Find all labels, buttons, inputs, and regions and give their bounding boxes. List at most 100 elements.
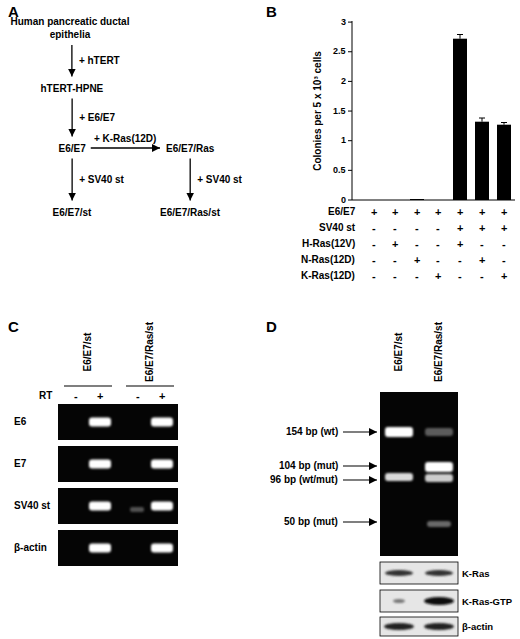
blot-band — [424, 597, 454, 605]
bar — [475, 122, 489, 200]
blot-band — [385, 570, 413, 576]
arrow-connector — [71, 159, 72, 201]
blot-label: K-Ras-GTP — [462, 596, 512, 607]
error-bar — [501, 123, 507, 125]
column-header: E6/E7/st — [393, 333, 405, 372]
sign-label: - — [136, 390, 140, 403]
tick-mark — [348, 51, 352, 52]
node-text: E6/E7 — [59, 142, 86, 155]
tick-label: 0.5 — [333, 165, 346, 176]
column-header: E6/E7/Ras/st — [144, 322, 156, 382]
blot-label: β-actin — [462, 621, 493, 632]
gel-strip — [58, 404, 178, 440]
cell-line-node: E6/E7/Ras/st — [157, 204, 223, 221]
gel-band — [151, 418, 173, 427]
error-bar — [479, 118, 485, 122]
gel-strip — [58, 446, 178, 482]
sign-label: + — [414, 254, 420, 267]
sign-label: - — [436, 238, 440, 251]
cell-line-node: E6/E7 — [56, 140, 89, 157]
blot-strip — [380, 590, 458, 612]
sign-label: + — [371, 206, 377, 219]
row-label: N-Ras(12D) — [301, 254, 355, 266]
tick-mark — [348, 140, 352, 141]
sign-label: + — [457, 222, 463, 235]
sign-label: - — [372, 222, 376, 235]
tick-label: 2 — [341, 76, 346, 87]
cell-line-node: E6/E7/st — [50, 204, 95, 221]
sign-label: + — [414, 206, 420, 219]
sign-label: + — [435, 270, 441, 283]
step-label: + hTERT — [79, 55, 120, 67]
tick-label: 1.5 — [333, 106, 346, 117]
sign-label: - — [74, 390, 78, 403]
row-label: E7 — [14, 458, 26, 470]
tick-mark — [348, 200, 352, 201]
step-label: + SV40 st — [79, 174, 124, 186]
tick-mark — [348, 170, 352, 171]
rt-pcr-gel — [58, 386, 178, 566]
bar — [453, 39, 467, 200]
blot-strip — [380, 562, 458, 584]
error-bar — [457, 35, 463, 39]
panel-label: C — [8, 318, 19, 336]
sign-label: - — [415, 222, 419, 235]
sign-label: + — [97, 390, 103, 403]
step-label: + K-Ras(12D) — [94, 133, 157, 145]
gel-band — [151, 502, 173, 511]
cell-line-node: hTERT-HPNE — [38, 80, 107, 97]
size-label: 154 bp (wt) — [286, 426, 338, 438]
row-label: RT — [39, 390, 52, 402]
gel-band — [130, 507, 144, 512]
column-header: E6/E7/Ras/st — [433, 322, 445, 382]
size-label: 50 bp (mut) — [284, 516, 338, 528]
sign-label: - — [480, 270, 484, 283]
node-text: E6/E7/Ras — [166, 142, 214, 155]
panel-label: B — [266, 3, 277, 21]
row-label: E6/E7 — [328, 206, 355, 218]
axis-title: Colonies per 5 x 10³ cells — [312, 51, 324, 171]
bar-chart — [348, 21, 515, 200]
sign-label: + — [159, 390, 165, 403]
sign-label: - — [415, 270, 419, 283]
sign-label: - — [436, 254, 440, 267]
sign-label: + — [392, 206, 398, 219]
blot-band — [424, 623, 454, 630]
node-text: E6/E7/Ras/st — [160, 206, 220, 219]
node-text: Human pancreatic ductal epithelia — [3, 15, 137, 41]
gel-band — [425, 428, 453, 436]
pointer-arrow — [343, 431, 377, 432]
gel-band — [89, 544, 111, 553]
arrow-connector — [91, 147, 160, 148]
sign-label: + — [435, 206, 441, 219]
size-label: 96 bp (wt/mut) — [270, 474, 338, 486]
sign-label: - — [415, 238, 419, 251]
sign-label: - — [502, 238, 506, 251]
node-text: E6/E7/st — [53, 206, 92, 219]
tick-mark — [348, 81, 352, 82]
gel-band — [89, 418, 111, 427]
sign-label: + — [457, 238, 463, 251]
sample-underline — [126, 385, 174, 386]
row-label: E6 — [14, 416, 26, 428]
gel-band — [151, 544, 173, 553]
cell-line-node: E6/E7/Ras — [163, 140, 217, 157]
pointer-arrow — [343, 479, 377, 480]
sign-label: + — [479, 206, 485, 219]
gel-band — [425, 474, 453, 482]
gel-band — [151, 460, 173, 469]
sign-label: - — [372, 254, 376, 267]
sign-label: - — [372, 270, 376, 283]
gel-band — [425, 462, 453, 472]
sign-label: + — [457, 206, 463, 219]
arrow-connector — [71, 99, 72, 137]
gel-strip — [58, 488, 178, 524]
tick-mark — [348, 22, 352, 23]
sign-label: - — [393, 222, 397, 235]
gel-band — [385, 473, 413, 481]
sample-underline — [64, 385, 112, 386]
sign-label: + — [479, 222, 485, 235]
